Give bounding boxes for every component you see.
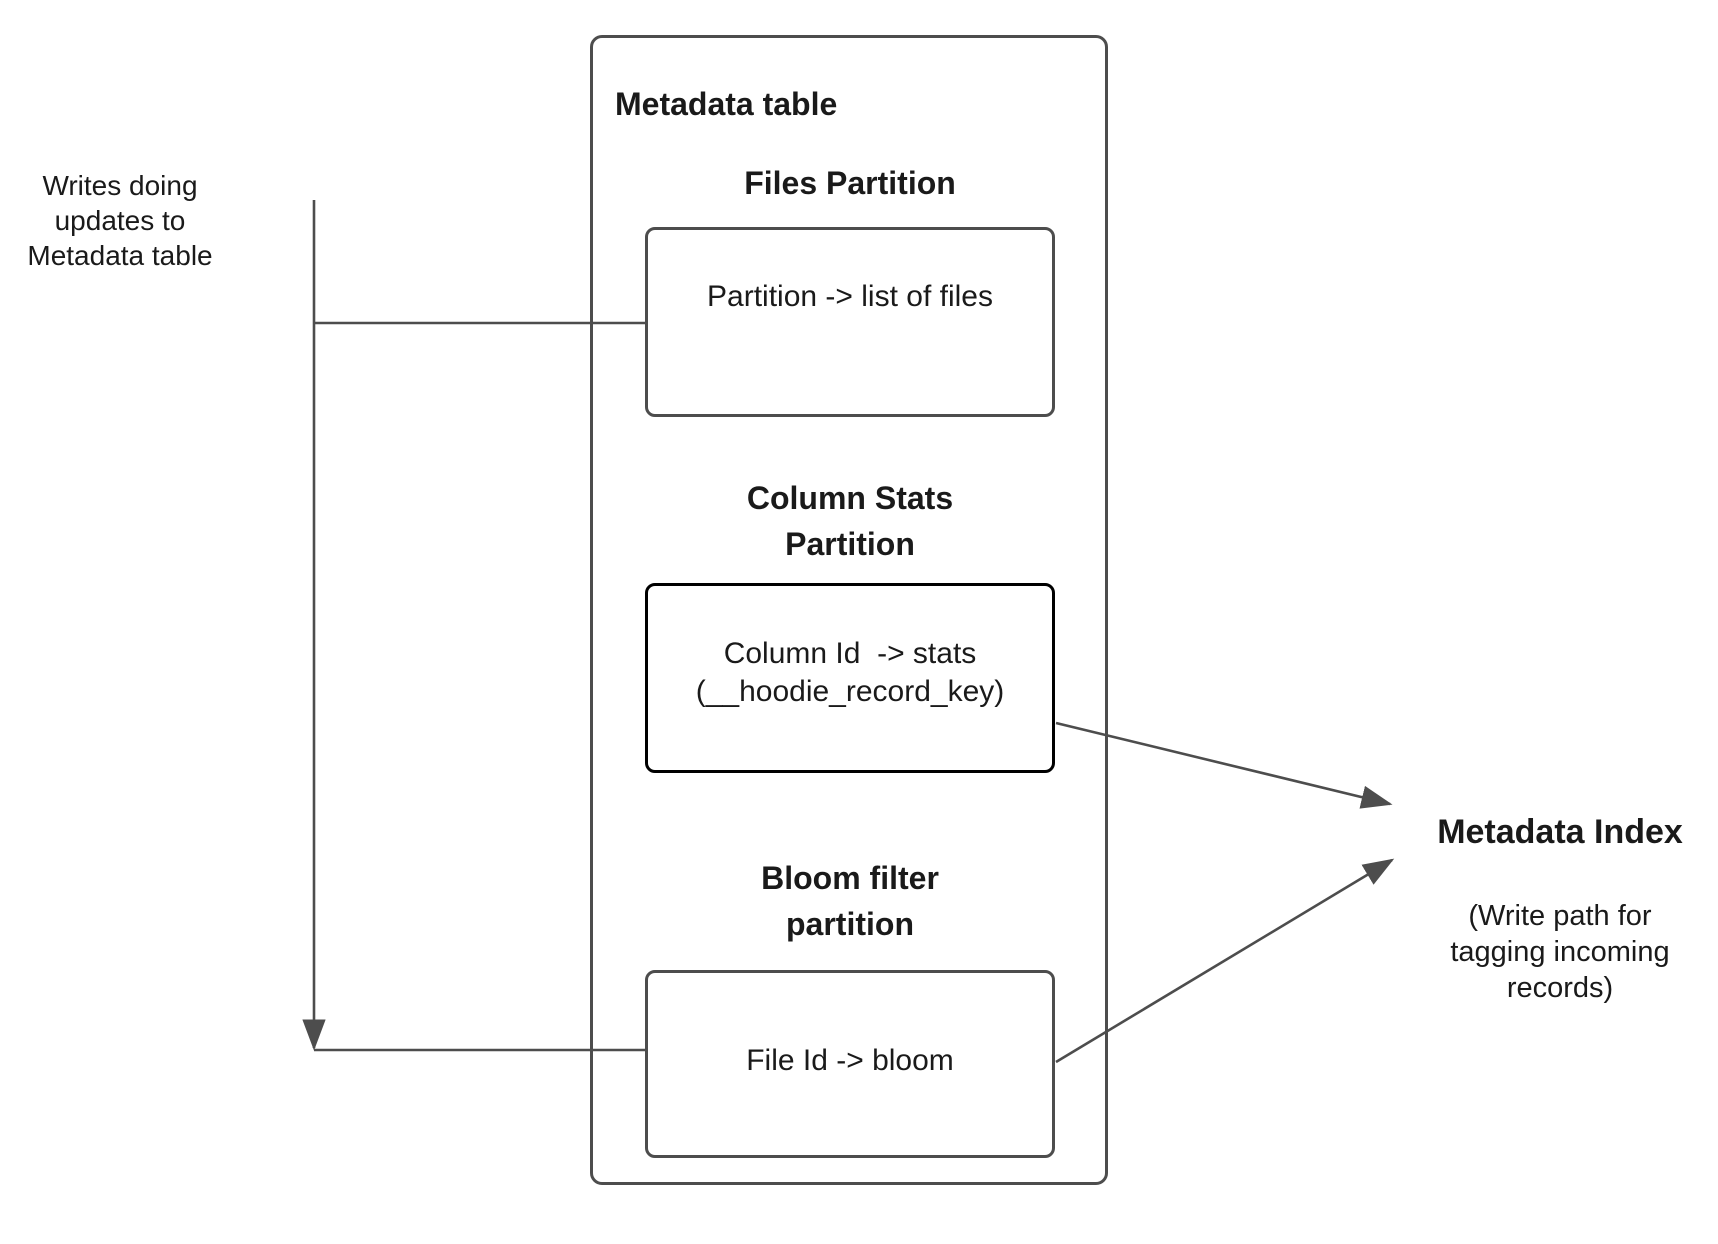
files-partition-body: Partition -> list of files: [707, 280, 993, 313]
bloom-filter-partition-body: File Id -> bloom: [746, 1044, 954, 1077]
metadata-index-subtitle: (Write path for tagging incoming records…: [1450, 900, 1670, 1004]
column-stats-partition-box: Column Id -> stats (__hoodie_record_key): [645, 583, 1055, 773]
files-partition-heading: Files Partition: [744, 165, 956, 201]
bloom-filter-partition-heading: Bloom filter partition: [761, 860, 939, 942]
metadata-index-title: Metadata Index: [1437, 813, 1683, 851]
files-partition-box: Partition -> list of files: [645, 227, 1055, 417]
column-stats-partition-heading: Column Stats Partition: [746, 480, 954, 562]
column-stats-partition-body: Column Id -> stats (__hoodie_record_key): [695, 637, 1005, 708]
bloom-filter-partition-box: File Id -> bloom: [645, 970, 1055, 1158]
writes-updates-label: Writes doing updates to Metadata table: [27, 170, 213, 271]
metadata-table-title: Metadata table: [615, 86, 838, 122]
